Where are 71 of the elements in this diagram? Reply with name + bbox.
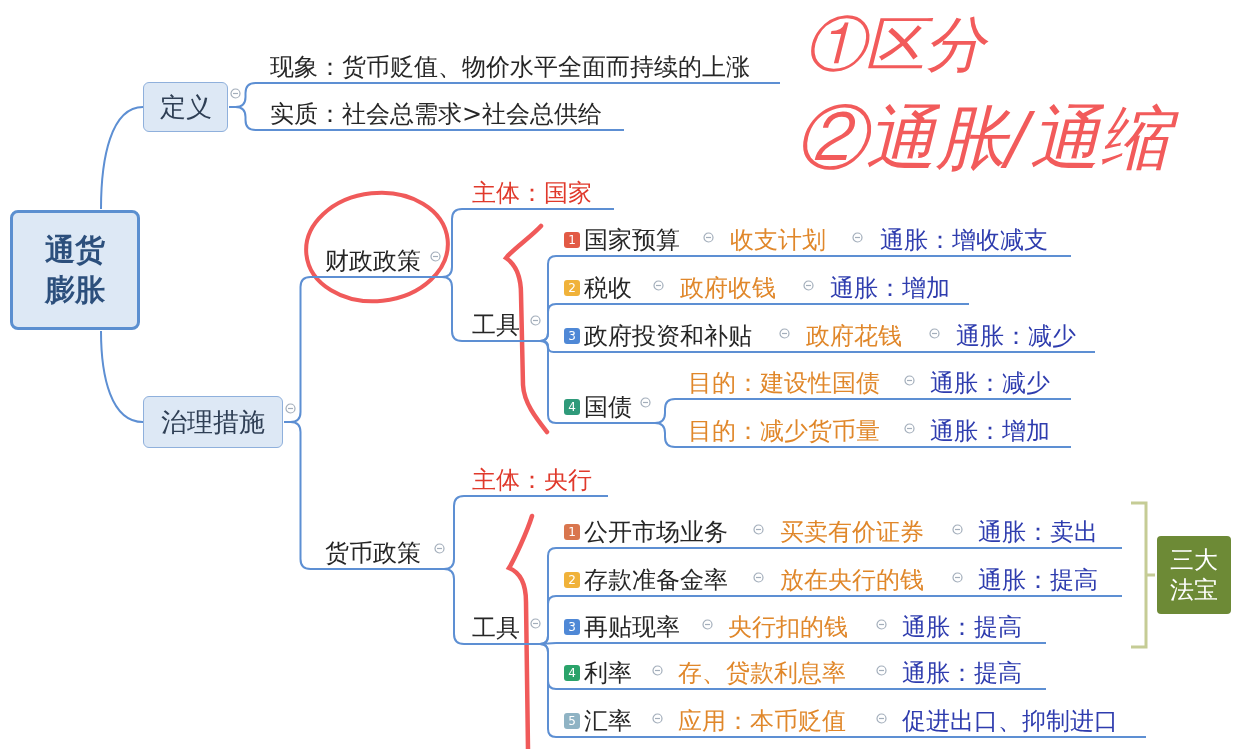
topic-text: 政府投资和补贴 [584, 322, 752, 350]
connector [744, 595, 773, 597]
number-badge: 2 [564, 280, 580, 296]
underlined-topic: 存、贷款利息率 [670, 656, 868, 690]
number-badge: 3 [564, 328, 580, 344]
topic-text: 存款准备金率 [584, 566, 728, 594]
connector [100, 330, 144, 423]
connector [539, 340, 557, 424]
topic-text: 利率 [584, 659, 632, 687]
handwritten-note: ②通胀/通缩 [794, 96, 1188, 184]
underlined-topic: 政府花钱 [798, 319, 920, 353]
connector [867, 688, 895, 690]
underlined-topic: 实质：社会总需求>社会总供给 [262, 97, 624, 131]
underlined-topic: 政府收钱 [672, 271, 794, 305]
underlined-topic: 通胀：减少 [948, 319, 1095, 353]
connector [793, 303, 823, 305]
topic-box: 定义 [143, 82, 228, 132]
underlined-topic: 应用：本币贬值 [670, 704, 868, 738]
number-badge: 1 [564, 524, 580, 540]
connector [643, 688, 671, 690]
connector [867, 736, 895, 738]
connector [439, 276, 465, 342]
topic-text: 国家预算 [584, 226, 680, 254]
number-badge: 5 [564, 713, 580, 729]
underlined-topic: 主体：国家 [464, 176, 614, 210]
connector [643, 303, 673, 305]
number-badge: 4 [564, 665, 580, 681]
underlined-topic: 目的：建设性国债 [680, 366, 896, 400]
connector [943, 547, 971, 549]
underlined-topic: 通胀：增加 [822, 271, 969, 305]
connector [867, 642, 895, 644]
underlined-topic: 通胀：提高 [970, 563, 1122, 597]
connector [841, 255, 873, 257]
underlined-topic: 通胀：提高 [894, 610, 1046, 644]
topic-text: 再贴现率 [584, 613, 680, 641]
number-badge: 4 [564, 399, 580, 415]
topic-text: 汇率 [584, 707, 632, 735]
topic-box: 治理措施 [143, 396, 283, 448]
underlined-topic: 现象：货币贬值、物价水平全面而持续的上涨 [262, 50, 780, 84]
connector [693, 255, 723, 257]
number-badge: 3 [564, 619, 580, 635]
connector [895, 446, 923, 448]
number-badge: 2 [564, 572, 580, 588]
underlined-topic: 促进出口、抑制进口 [894, 704, 1146, 738]
topic-text: 国债 [584, 393, 632, 421]
number-badge: 1 [564, 232, 580, 248]
handwritten-note: ①区分 [803, 8, 1003, 84]
connector [100, 106, 144, 210]
underlined-topic: 通胀：增收减支 [872, 223, 1071, 257]
underlined-topic: 通胀：卖出 [970, 515, 1122, 549]
underlined-topic: 放在央行的钱 [772, 563, 944, 597]
underlined-topic: 买卖有价证券 [772, 515, 944, 549]
connector [643, 736, 671, 738]
central-topic-box: 通货膨胀 [10, 210, 140, 330]
connector [895, 398, 923, 400]
underlined-topic: 收支计划 [722, 223, 842, 257]
underlined-topic: 目的：减少货币量 [680, 414, 896, 448]
underlined-topic: 通胀：提高 [894, 656, 1046, 690]
summary-box: 三大法宝 [1157, 536, 1231, 614]
connector [943, 595, 971, 597]
connector [693, 642, 721, 644]
underlined-topic: 主体：央行 [464, 463, 608, 497]
underlined-topic: 央行扣的钱 [720, 610, 868, 644]
connector [769, 351, 799, 353]
connector [744, 547, 773, 549]
underlined-topic: 通胀：增加 [922, 414, 1071, 448]
connector [539, 643, 557, 738]
underlined-topic: 通胀：减少 [922, 366, 1071, 400]
connector [919, 351, 949, 353]
topic-text: 税收 [584, 274, 632, 302]
topic-text: 公开市场业务 [584, 518, 728, 546]
